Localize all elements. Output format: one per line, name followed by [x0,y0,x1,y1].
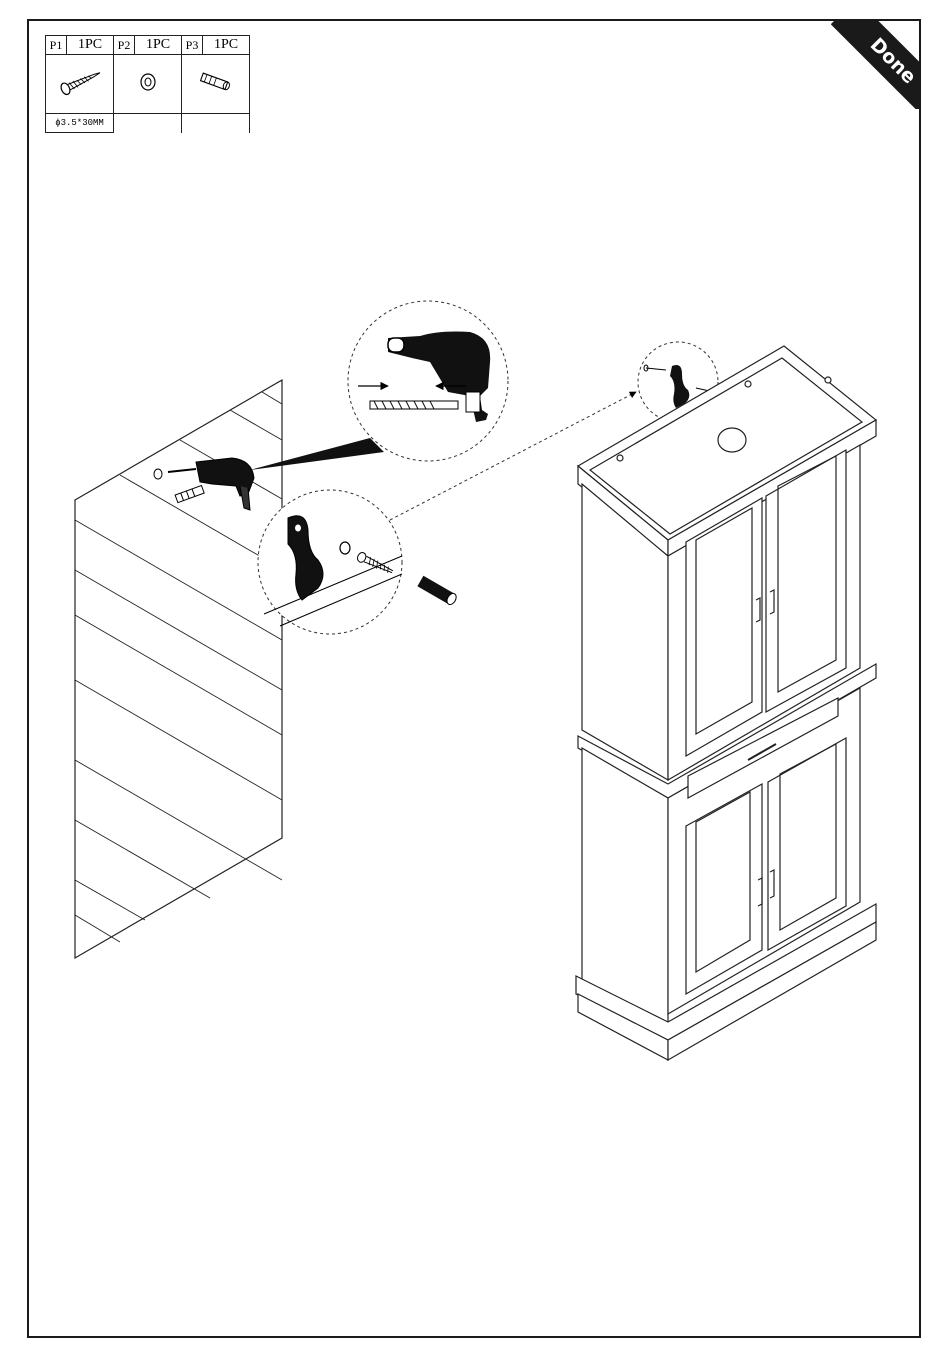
drill-icon [154,458,254,510]
cabinet-illustration [576,346,876,1060]
zoom-pointer [250,438,384,470]
zoom-circle-drill [348,301,508,461]
zoom-circle-bracket [258,490,458,634]
wall-illustration [75,380,282,958]
